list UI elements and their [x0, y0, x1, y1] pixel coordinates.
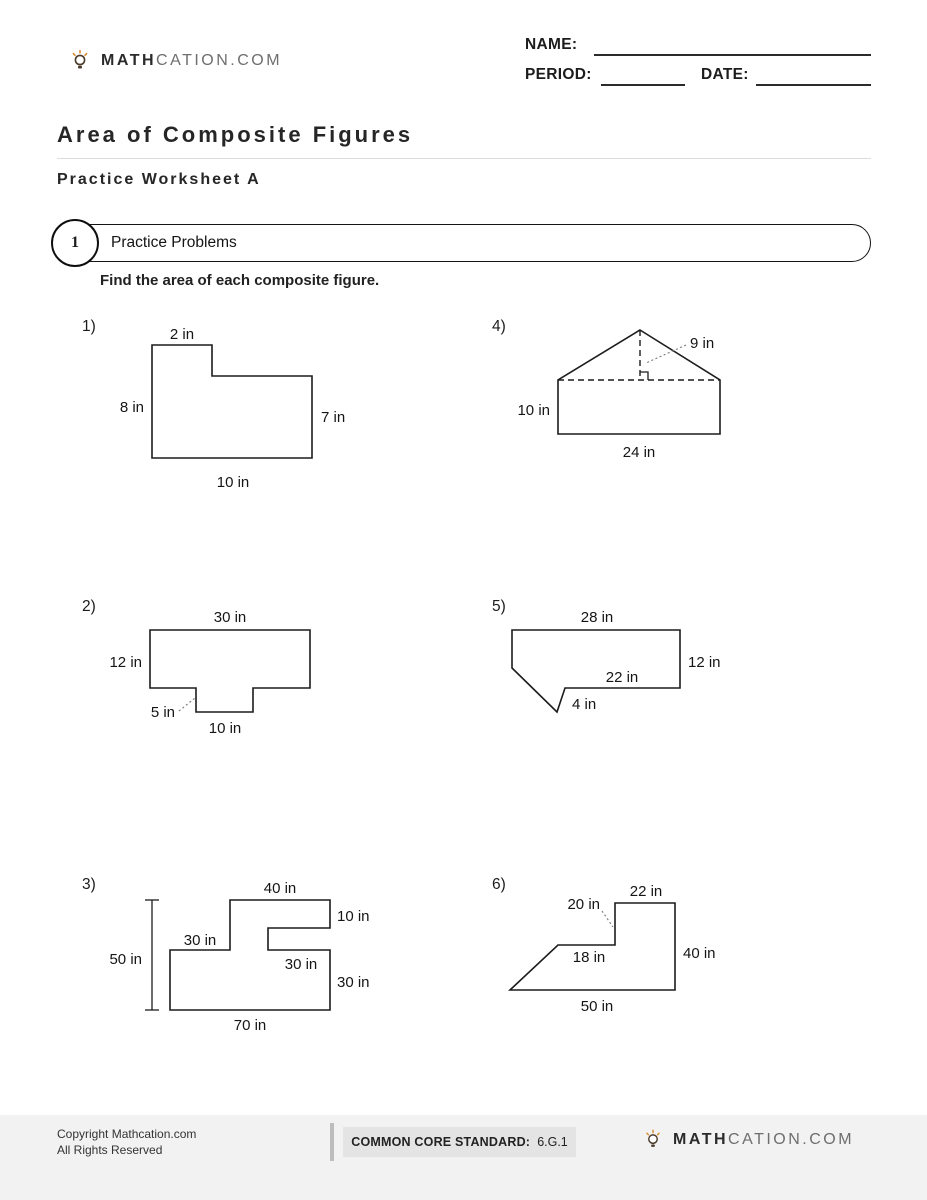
dim-right-top: 10 in	[337, 908, 370, 925]
dim-top: 22 in	[630, 883, 663, 900]
figure-5-outline	[511, 629, 681, 714]
dim-left: 10 in	[517, 402, 550, 419]
figure-4: 9 in 10 in 24 in	[517, 329, 721, 461]
problem-4-number: 4)	[492, 318, 506, 335]
lightbulb-icon	[72, 49, 88, 69]
footer-logo-text: MATHCATION.COM	[673, 1131, 854, 1149]
problem-5-number: 5)	[492, 598, 506, 615]
right-angle-mark	[640, 371, 649, 380]
dim-bottom: 50 in	[581, 998, 614, 1015]
figure-6-outline	[507, 902, 676, 991]
dim-right: 40 in	[683, 945, 716, 962]
date-line	[756, 64, 871, 86]
dim-notch: 4 in	[572, 696, 596, 713]
figure-2: 30 in 12 in 5 in 10 in	[109, 609, 311, 737]
leader-line	[601, 910, 614, 928]
period-label: PERIOD:	[525, 66, 592, 83]
dim-notch-bottom: 30 in	[285, 956, 318, 973]
leader-line	[178, 697, 196, 712]
dim-top: 30 in	[214, 609, 247, 626]
header-logo-text: MATHCATION.COM	[101, 52, 282, 70]
page-title: Area of Composite Figures	[57, 122, 414, 147]
dim-left: 12 in	[109, 654, 142, 671]
figure-5: 28 in 12 in 22 in 4 in	[511, 609, 721, 714]
dim-top: 40 in	[264, 880, 297, 897]
dim-tab-height: 5 in	[151, 704, 175, 721]
problem-2-number: 2)	[82, 598, 96, 615]
standard-value: 6.G.1	[537, 1135, 568, 1149]
figure-1: 2 in 8 in 7 in 10 in	[120, 326, 345, 491]
problem-6-number: 6)	[492, 876, 506, 893]
dim-inner-bottom: 22 in	[606, 669, 639, 686]
dim-top: 28 in	[581, 609, 614, 626]
page-subtitle: Practice Worksheet A	[57, 171, 261, 188]
dim-right: 7 in	[321, 409, 345, 426]
lightbulb-icon	[646, 1129, 660, 1147]
figure-2-outline	[149, 629, 311, 713]
dim-right: 12 in	[688, 654, 721, 671]
period-line	[601, 64, 685, 86]
dim-bottom: 70 in	[234, 1017, 267, 1034]
leader-line	[645, 344, 687, 364]
section-number-badge: 1	[51, 219, 99, 267]
footer: Copyright Mathcation.com All Rights Rese…	[0, 1115, 927, 1200]
dim-left-step: 20 in	[567, 896, 600, 913]
figure-3: 40 in 10 in 30 in 30 in 30 in 70 in 50 i…	[109, 880, 370, 1034]
logo-rest: CATION.COM	[728, 1131, 855, 1148]
dim-top: 2 in	[170, 326, 194, 343]
logo-bold: MATH	[101, 52, 157, 69]
copyright: Copyright Mathcation.com All Rights Rese…	[57, 1126, 196, 1158]
standard-label: COMMON CORE STANDARD:	[351, 1135, 531, 1149]
common-core-badge: COMMON CORE STANDARD: 6.G.1	[343, 1127, 576, 1157]
header-logo: MATHCATION.COM	[68, 48, 282, 74]
problem-3-number: 3)	[82, 876, 96, 893]
dim-right-bottom: 30 in	[337, 974, 370, 991]
name-line	[594, 34, 871, 56]
figure-3-outline	[169, 899, 331, 1011]
footer-logo: MATHCATION.COM	[642, 1128, 854, 1152]
name-label: NAME:	[525, 36, 578, 53]
dim-bottom: 10 in	[217, 474, 250, 491]
section-pill: Practice Problems	[52, 224, 871, 262]
copyright-line1: Copyright Mathcation.com	[57, 1127, 197, 1141]
figure-1-outline	[151, 344, 313, 459]
dim-slant-height: 9 in	[690, 335, 714, 352]
figure-4-outline	[557, 329, 721, 435]
date-label: DATE:	[701, 66, 749, 83]
logo-bold: MATH	[673, 1131, 729, 1148]
logo-rest: CATION.COM	[156, 52, 283, 69]
dim-bottom: 24 in	[623, 444, 656, 461]
divider	[57, 158, 871, 159]
dim-inner: 18 in	[573, 949, 606, 966]
dim-left-step: 30 in	[184, 932, 217, 949]
section-title: Practice Problems	[111, 234, 237, 251]
dim-overall-height: 50 in	[109, 951, 142, 968]
dim-left: 8 in	[120, 399, 144, 416]
copyright-line2: All Rights Reserved	[57, 1143, 163, 1157]
dim-tab-bottom: 10 in	[209, 720, 242, 737]
badge-divider	[330, 1123, 334, 1161]
problem-1-number: 1)	[82, 318, 96, 335]
instruction-text: Find the area of each composite figure.	[100, 272, 380, 289]
figure-6: 22 in 20 in 40 in 18 in 50 in	[507, 883, 716, 1015]
